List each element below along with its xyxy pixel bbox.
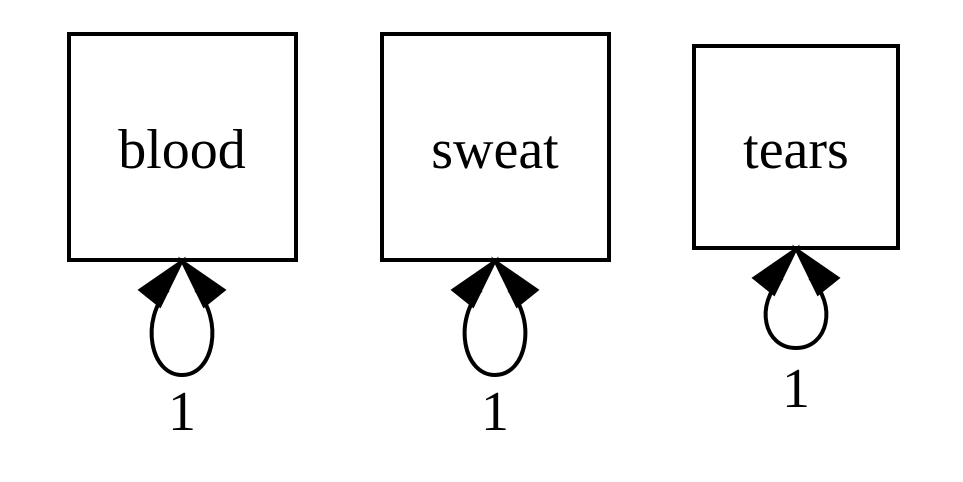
node-tears: tears [692, 44, 900, 250]
node-tears-label: tears [743, 119, 849, 181]
self-loop-blood-arrowhead-left [137, 256, 186, 309]
self-loop-tears-arrowhead-right [792, 244, 841, 297]
node-tears-box [692, 44, 900, 250]
node-blood-box [67, 32, 298, 262]
node-sweat-box [380, 32, 611, 262]
self-loop-sweat-arrowhead-right [491, 256, 540, 309]
node-blood: blood [67, 32, 298, 262]
self-loop-blood-arrowhead-right [178, 256, 227, 309]
node-sweat: sweat [380, 32, 611, 262]
self-loop-tears: 1 [751, 244, 841, 420]
self-loop-blood: 1 [137, 256, 227, 443]
self-loop-sweat: 1 [450, 256, 540, 443]
node-sweat-label: sweat [431, 119, 559, 181]
self-loop-tears-arrowhead-left [751, 244, 800, 297]
self-loop-sweat-arrowhead-left [450, 256, 499, 309]
self-loop-sweat-label: 1 [481, 381, 509, 443]
self-loop-sweat-curve [462, 288, 528, 378]
self-loop-tears-curve [763, 276, 829, 351]
node-blood-label: blood [118, 119, 246, 181]
self-loop-blood-curve [149, 288, 215, 378]
self-loop-tears-label: 1 [782, 358, 810, 420]
self-loop-blood-label: 1 [168, 381, 196, 443]
